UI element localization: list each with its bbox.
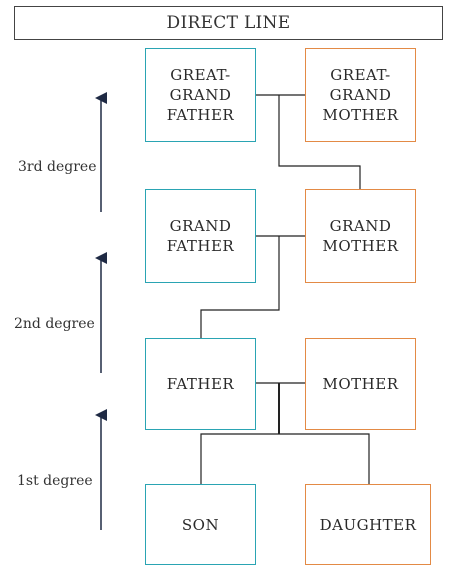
- degree-label-2nd: 2nd degree: [14, 316, 95, 332]
- grand-father-box: GRAND FATHER: [145, 189, 256, 283]
- descent-line-grand: [200, 236, 280, 338]
- diagram-title: DIRECT LINE: [14, 6, 443, 40]
- grand-mother-box: GRAND MOTHER: [305, 189, 416, 283]
- great-grand-father-box: GREAT- GRAND FATHER: [145, 48, 256, 142]
- father-box: FATHER: [145, 338, 256, 430]
- son-box: SON: [145, 484, 256, 565]
- descent-line-great-grand: [278, 95, 361, 189]
- daughter-box: DAUGHTER: [305, 484, 431, 565]
- children-branch-line: [200, 433, 370, 484]
- mother-box: MOTHER: [305, 338, 416, 430]
- degree-label-1st: 1st degree: [17, 473, 93, 489]
- degree-label-3rd: 3rd degree: [18, 159, 97, 175]
- great-grand-mother-box: GREAT- GRAND MOTHER: [305, 48, 416, 142]
